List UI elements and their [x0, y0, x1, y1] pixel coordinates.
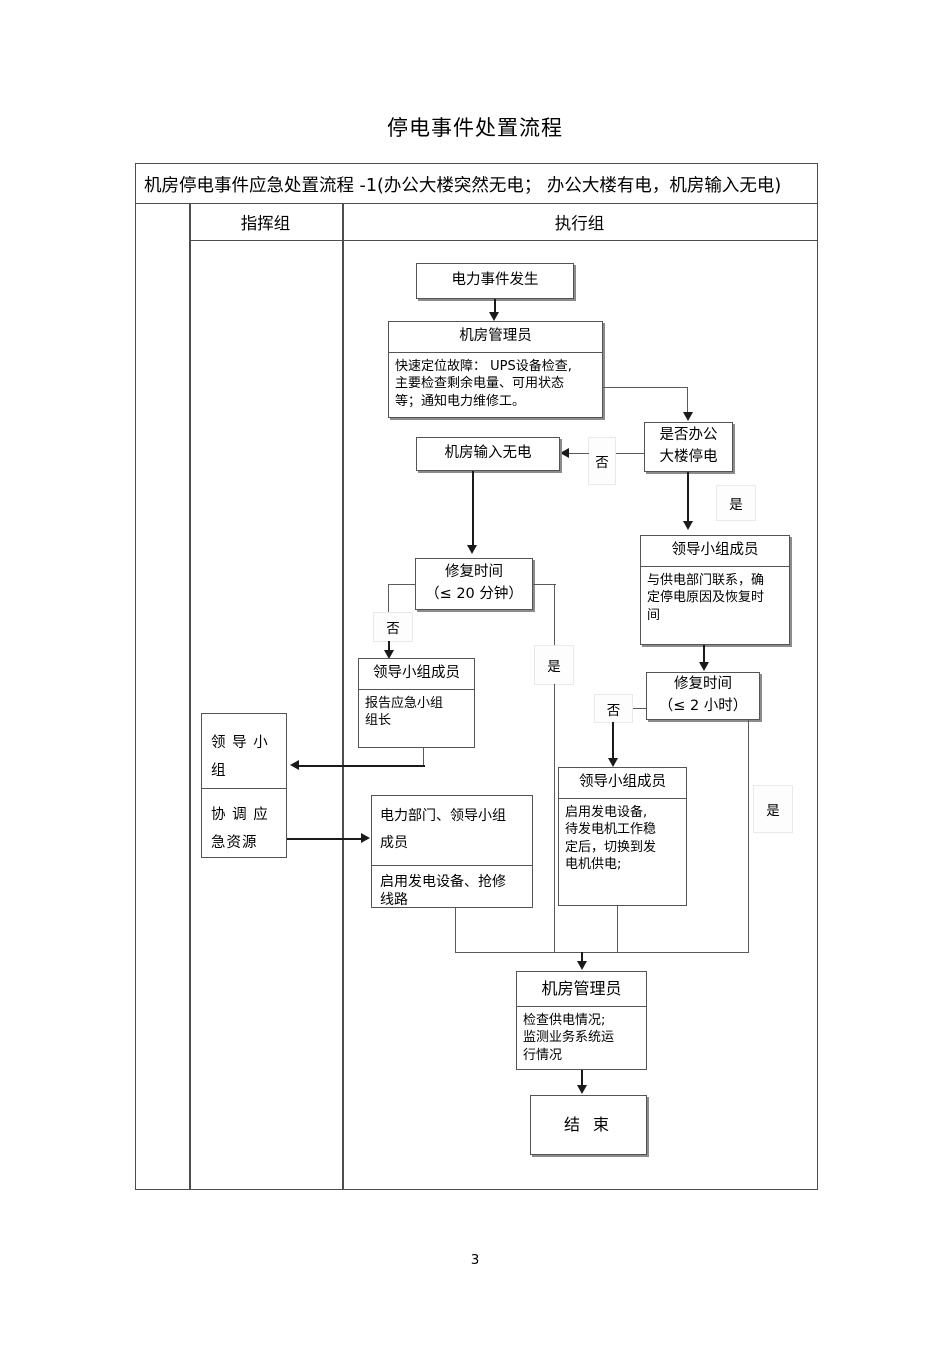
arrow-start-to-admin: [489, 312, 499, 321]
flow-box-end: 结 束: [530, 1095, 647, 1155]
connector-repair2h-yes3-v: [748, 720, 750, 953]
flow-box-room-no-input-power: 机房输入无电: [416, 437, 560, 471]
flow-box-room-admin-2-header: 机房管理员: [517, 972, 646, 1007]
connector-roomnoinput-to-repair20-v: [472, 471, 474, 546]
flow-box-start: 电力事件发生: [416, 263, 574, 299]
flow-box-leader-report: 领导小组成员 报告应急小组 组长: [358, 658, 475, 748]
flow-box-leader-contact-utility-header: 领导小组成员: [641, 536, 789, 567]
flow-box-leader-generator-body: 启用发电设备, 待发电机工作稳 定后，切换到发 电机供电;: [565, 804, 657, 873]
command-box-coordinate-resources-label: 协 调 应 急资源: [211, 807, 269, 851]
connector-generator-down: [617, 906, 619, 953]
connector-repair2h-to-no3: [632, 708, 646, 710]
flow-box-room-admin-2-body: 检查供电情况; 监测业务系统运 行情况: [523, 1012, 615, 1063]
column-header-execution: 执行组: [554, 214, 605, 233]
table-header-text: 机房停电事件应急处置流程 -1(办公大楼突然无电； 办公大楼有电，机房输入无电): [144, 176, 782, 196]
column-divider-1: [189, 204, 191, 1189]
connector-repair20-to-no2-v: [388, 584, 390, 613]
connector-leaderreport-down: [423, 748, 425, 766]
flow-box-room-admin-1-header: 机房管理员: [389, 322, 602, 353]
page-title: 停电事件处置流程: [387, 116, 563, 140]
flow-box-power-dept-leader: 电力部门、领导小组 成员 启用发电设备、抢修 线路: [371, 795, 533, 908]
connector-powerdept-down: [455, 908, 457, 953]
label-no-3: 否: [594, 694, 633, 723]
connector-leadercontact-to-repair2h: [703, 645, 705, 663]
arrow-admin-to-decision: [683, 412, 693, 421]
flow-box-leader-report-body: 报告应急小组 组长: [365, 695, 444, 729]
connector-repair20-to-yes2-v: [554, 584, 556, 652]
flow-box-power-dept-leader-header: 电力部门、领导小组 成员: [372, 796, 532, 866]
command-box-leader-group-label: 领 导 小 组: [211, 735, 269, 779]
flow-box-room-admin-2: 机房管理员 检查供电情况; 监测业务系统运 行情况: [516, 971, 647, 1070]
connector-roomadmin2-to-end: [581, 1070, 583, 1086]
label-yes-2-text: 是: [547, 659, 561, 675]
label-yes-3-text: 是: [766, 803, 780, 819]
label-yes-3: 是: [753, 785, 793, 833]
arrow-leadercontact-to-repair2h: [699, 662, 709, 671]
label-no-1-text: 否: [595, 455, 609, 471]
label-yes-1-text: 是: [729, 497, 743, 513]
arrow-roomnoinput-to-repair20: [467, 545, 477, 554]
flow-box-room-admin-1-body: 快速定位故障： UPS设备检查, 主要检查剩余电量、可用状态 等；通知电力维修工…: [395, 358, 572, 409]
table-header-row: 机房停电事件应急处置流程 -1(办公大楼突然无电； 办公大楼有电，机房输入无电): [136, 164, 817, 204]
flow-box-leader-report-header: 领导小组成员: [359, 659, 474, 690]
flow-box-end-label: 结 束: [563, 1115, 614, 1135]
flow-decision-repair-2h-label: 修复时间 （≤ 2 小时）: [658, 676, 748, 714]
arrow-roomadmin2-to-end: [577, 1085, 587, 1094]
column-header-underline: [189, 240, 817, 241]
flow-box-leader-generator: 领导小组成员 启用发电设备, 待发电机工作稳 定后，切换到发 电机供电;: [558, 767, 687, 906]
connector-repair20-to-yes2-h: [533, 584, 556, 586]
flow-decision-building-outage-label: 是否办公 大楼停电: [659, 427, 718, 465]
label-yes-1: 是: [716, 485, 756, 521]
flow-box-start-label: 电力事件发生: [451, 272, 539, 289]
arrow-bus-to-roomadmin2: [577, 961, 587, 970]
arrow-decision-to-leadercontact: [683, 521, 693, 530]
connector-repair20-to-no2-h: [388, 584, 416, 586]
connector-coordinate-to-powerdept: [287, 838, 362, 840]
command-box-leader-group: 领 导 小 组: [201, 713, 287, 789]
label-no-2-text: 否: [386, 621, 400, 637]
connector-leaderreport-to-leadergroup: [299, 765, 425, 767]
arrow-no2-to-leaderreport: [384, 650, 394, 659]
flow-box-leader-contact-utility-body: 与供电部门联系，确 定停电原因及恢复时 间: [647, 572, 765, 623]
command-box-coordinate-resources: 协 调 应 急资源: [201, 788, 287, 858]
connector-no2-to-leaderreport: [388, 641, 390, 653]
column-header-command: 指挥组: [240, 214, 291, 233]
flow-decision-repair-20min-label: 修复时间 （≤ 20 分钟）: [425, 564, 523, 602]
label-yes-2: 是: [534, 645, 574, 685]
flow-box-leader-contact-utility: 领导小组成员 与供电部门联系，确 定停电原因及恢复时 间: [640, 535, 790, 645]
flow-box-room-no-input-power-label: 机房输入无电: [444, 445, 532, 462]
page-number: 3: [470, 1252, 480, 1268]
flow-box-power-dept-leader-body: 启用发电设备、抢修 线路: [380, 873, 506, 909]
flow-decision-building-outage: 是否办公 大楼停电: [644, 422, 733, 472]
connector-start-to-admin: [494, 299, 496, 313]
connector-no1-to-roomnoinput: [569, 453, 589, 455]
arrow-coordinate-to-powerdept: [361, 833, 370, 843]
flow-box-leader-generator-header: 领导小组成员: [559, 768, 686, 799]
connector-admin-to-decision-h: [603, 387, 688, 389]
merge-bus-horizontal: [455, 952, 749, 954]
arrow-to-leadergroup: [290, 760, 299, 770]
connector-yes2-down: [554, 684, 556, 953]
label-no-3-text: 否: [606, 702, 621, 719]
label-no-2: 否: [373, 612, 413, 642]
connector-decision-to-no1-right: [616, 453, 644, 455]
connector-decision-to-leadercontact-v: [687, 472, 689, 522]
flowchart-table: 机房停电事件应急处置流程 -1(办公大楼突然无电； 办公大楼有电，机房输入无电)…: [135, 163, 818, 1190]
column-divider-2: [342, 204, 344, 1189]
flow-box-room-admin-1: 机房管理员 快速定位故障： UPS设备检查, 主要检查剩余电量、可用状态 等；通…: [388, 321, 603, 418]
arrow-no3-to-generator: [608, 758, 618, 767]
arrow-no1-to-roomnoinput: [560, 448, 569, 458]
label-no-1: 否: [588, 437, 616, 485]
connector-admin-to-decision-v: [687, 387, 689, 414]
connector-no3-to-generator: [612, 722, 614, 760]
flow-decision-repair-20min: 修复时间 （≤ 20 分钟）: [415, 558, 533, 610]
flow-decision-repair-2h: 修复时间 （≤ 2 小时）: [646, 672, 760, 720]
connector-bus-to-roomadmin2: [581, 952, 583, 962]
